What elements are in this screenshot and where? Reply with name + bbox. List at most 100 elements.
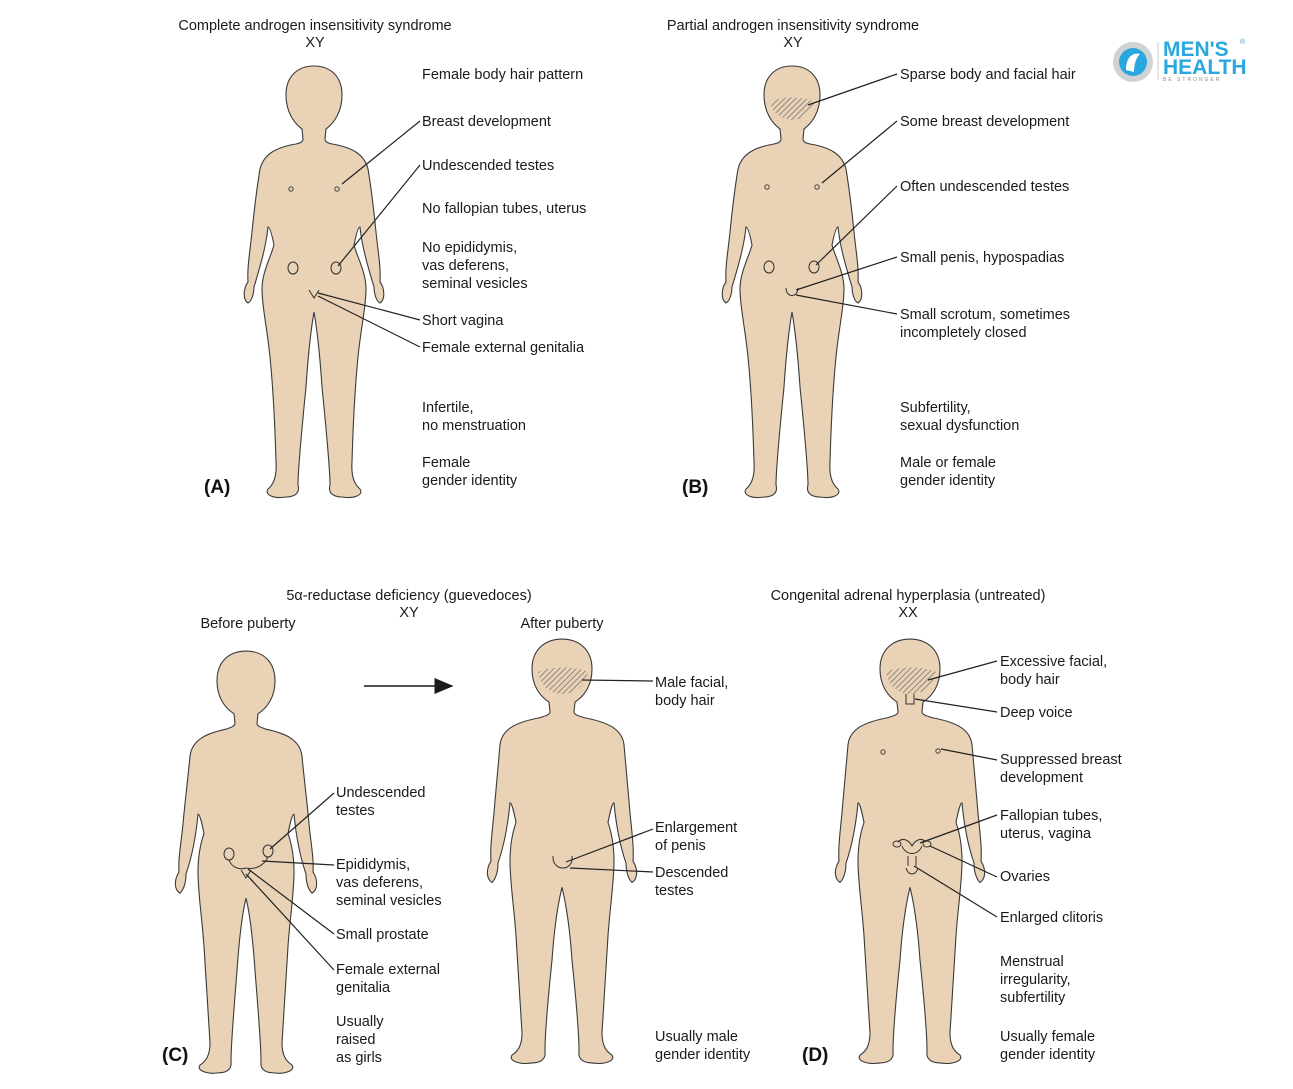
panel-a-female-body: [243, 65, 385, 499]
panel-b-title: Partial androgen insensitivity syndrome: [667, 18, 919, 34]
panel-d-nipple-left: [880, 749, 886, 755]
panel-b-label: Sparse body and facial hair: [900, 67, 1076, 83]
panel-d-leader-voice: [914, 698, 998, 713]
panel-a-title: Complete androgen insensitivity syndrome: [178, 18, 451, 34]
panel-c-label: Enlargement: [655, 820, 737, 836]
panel-b-leader-hair: [807, 73, 898, 106]
panel-b-marker: (B): [682, 477, 708, 498]
panel-b-label: sexual dysfunction: [900, 418, 1019, 434]
panel-c-label: body hair: [655, 693, 715, 709]
panel-b-label: Male or female: [900, 455, 996, 471]
panel-c-label: testes: [336, 803, 375, 819]
panel-b-testis-right: [808, 260, 820, 274]
panel-d-label: Enlarged clitoris: [1000, 910, 1103, 926]
panel-a-marker: (A): [204, 477, 230, 498]
panel-d-leader-ovaries: [929, 845, 998, 878]
panel-b-label: incompletely closed: [900, 325, 1027, 341]
panel-d-nipple-right: [935, 748, 941, 754]
panel-b-leader-penis: [795, 256, 898, 291]
panel-c-adult-body: [486, 638, 638, 1064]
panel-a-label: Infertile,: [422, 400, 474, 416]
panel-a-nipple-right: [334, 186, 340, 192]
panel-c-label: Undescended: [336, 785, 426, 801]
panel-c-label: Epididymis,: [336, 857, 410, 873]
panel-c-after-heading: After puberty: [520, 616, 604, 632]
panel-b-label: Small penis, hypospadias: [900, 250, 1064, 266]
panel-a-leader-testes: [337, 164, 421, 267]
panel-d-label: development: [1000, 770, 1083, 786]
panel-b-facial-hair: [770, 97, 814, 120]
panel-c-label: as girls: [336, 1050, 382, 1066]
panel-b-female-body: [721, 65, 863, 499]
panel-a-label: seminal vesicles: [422, 276, 528, 292]
panel-c-label: gender identity: [655, 1047, 751, 1063]
panel-c-leader-penis: [565, 828, 654, 863]
panel-a-leader-breast: [341, 120, 421, 185]
panel-a-karyotype: XY: [305, 35, 325, 51]
logo-registered-mark: ®: [1240, 38, 1246, 46]
panel-d-label: Deep voice: [1000, 705, 1073, 721]
panel-d-karyotype: XX: [898, 605, 918, 621]
panel-d-uterus: [897, 839, 927, 854]
panel-d-larynx: [905, 694, 915, 705]
panel-c-before-heading: Before puberty: [200, 616, 296, 632]
panel-c-leader-descended: [569, 867, 654, 873]
panel-d-leader-tubes: [919, 814, 998, 844]
panel-c: 5α-reductase deficiency (guevedoces) XY …: [162, 588, 751, 1074]
panel-c-label: Descended: [655, 865, 728, 881]
panel-c-leader-testes: [269, 792, 335, 850]
panel-c-label: genitalia: [336, 980, 391, 996]
logo-line2: HEALTH: [1163, 56, 1247, 79]
panel-c-child-genitalia: [240, 869, 252, 879]
panel-c-leader-genitalia: [245, 873, 335, 971]
panel-b-nipple-left: [764, 184, 770, 190]
panel-d-label: Excessive facial,: [1000, 654, 1107, 670]
panel-c-label: testes: [655, 883, 694, 899]
panel-c-facial-hair: [538, 667, 588, 694]
panel-d-label: Suppressed breast: [1000, 752, 1122, 768]
logo-tagline: BE STRONGER: [1163, 77, 1221, 83]
panel-a-testis-left: [287, 261, 299, 275]
panel-d-label: uterus, vagina: [1000, 826, 1092, 842]
panel-d-leader-breast: [940, 748, 998, 761]
panel-a-label: vas deferens,: [422, 258, 509, 274]
panel-c-child-ducts: [228, 856, 269, 870]
panel-b-karyotype: XY: [783, 35, 803, 51]
panel-d-title: Congenital adrenal hyperplasia (untreate…: [771, 588, 1046, 604]
panel-a-genitalia: [308, 289, 320, 299]
panel-a-testis-right: [330, 261, 342, 275]
panel-d-body: [834, 638, 986, 1064]
panel-a-nipple-left: [288, 186, 294, 192]
panel-c-marker: (C): [162, 1045, 188, 1066]
panel-c-leader-prostate: [247, 868, 335, 935]
panel-b-nipple-right: [814, 184, 820, 190]
panel-d-vagina-clitoris: [905, 856, 919, 875]
panel-b-leader-breast: [821, 120, 898, 184]
panel-d-label: body hair: [1000, 672, 1060, 688]
panel-d-leader-clitoris: [913, 865, 998, 918]
panel-a-label: no menstruation: [422, 418, 526, 434]
panel-c-label: Female external: [336, 962, 440, 978]
logo-line1: MEN'S: [1163, 38, 1229, 61]
panel-b-label: Some breast development: [900, 114, 1069, 130]
panel-d-label: irregularity,: [1000, 972, 1071, 988]
panel-b-label: gender identity: [900, 473, 996, 489]
logo-figure-icon: [1126, 53, 1140, 72]
panel-d-marker: (D): [802, 1045, 828, 1066]
panel-b-label: Often undescended testes: [900, 179, 1069, 195]
panel-c-label: Usually: [336, 1014, 384, 1030]
panel-c-leader-facial-hair: [581, 679, 654, 682]
panel-c-label: Small prostate: [336, 927, 429, 943]
panel-d-label: Fallopian tubes,: [1000, 808, 1102, 824]
panel-b: Partial androgen insensitivity syndrome …: [667, 18, 1076, 499]
panel-b-genitalia: [785, 287, 799, 296]
panel-d-label: subfertility: [1000, 990, 1066, 1006]
panel-a-label: No epididymis,: [422, 240, 517, 256]
panel-c-label: Male facial,: [655, 675, 728, 691]
panel-c-label: vas deferens,: [336, 875, 423, 891]
panel-c-karyotype: XY: [399, 605, 419, 621]
panel-d-label: gender identity: [1000, 1047, 1096, 1063]
panel-d-leader-hair: [927, 660, 998, 681]
